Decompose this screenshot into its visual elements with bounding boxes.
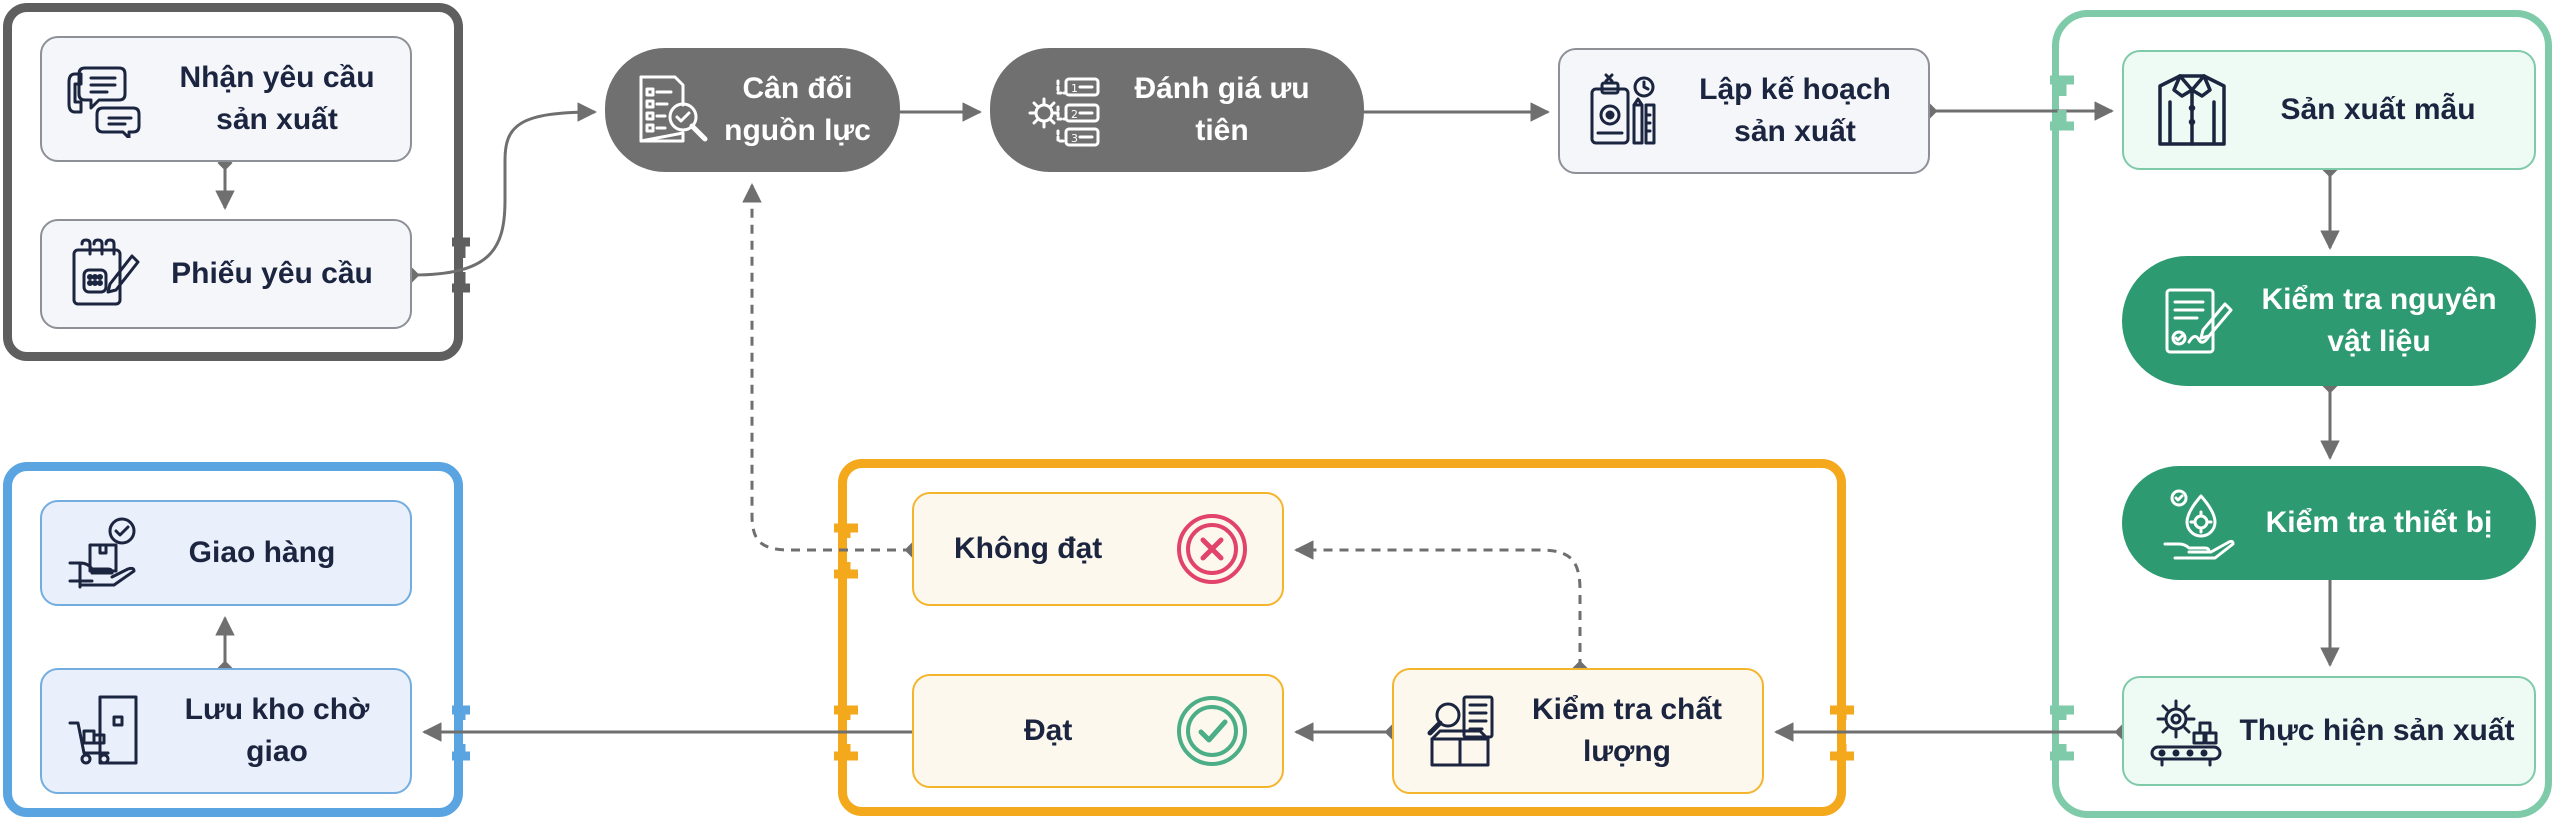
gear-conveyor-icon [2136, 681, 2236, 781]
check-circle-icon [1172, 691, 1252, 771]
node-khong-dat[interactable]: Không đạt [912, 492, 1284, 606]
node-kiem-tra-cl[interactable]: Kiểm tra chất lượng [1392, 668, 1764, 794]
clipboard-plan-icon [1572, 61, 1672, 161]
gear-numbered-list-icon: 1 2 3 [1020, 60, 1110, 160]
port-quality-dashed-out [834, 523, 858, 579]
node-label: Lập kế hoạch sản xuất [1699, 73, 1891, 148]
port-request-out [452, 237, 470, 293]
svg-text:1: 1 [1071, 82, 1078, 95]
node-label: Không đạt [954, 532, 1103, 565]
port-production-in [2050, 75, 2074, 131]
node-luu-kho[interactable]: Lưu kho chờ giao [40, 668, 412, 794]
node-thuc-hien[interactable]: Thực hiện sản xuất [2122, 676, 2536, 786]
port-production-out [2050, 705, 2074, 761]
node-label: Cân đối nguồn lực [724, 72, 871, 147]
hand-gear-icon [2148, 473, 2248, 573]
node-phieu-yeu-cau[interactable]: Phiếu yêu cầu [40, 219, 412, 329]
document-signature-icon [2148, 271, 2248, 371]
node-label: Lưu kho chờ giao [184, 693, 370, 768]
cart-warehouse-icon [54, 681, 154, 781]
phone-chat-icon [54, 49, 154, 149]
production-group-frame [2052, 10, 2552, 818]
node-label: Thực hiện sản xuất [2239, 714, 2515, 747]
svg-text:3: 3 [1071, 132, 1078, 145]
edge-fail-to-balance [742, 183, 920, 558]
x-circle-icon [1172, 509, 1252, 589]
node-label: Nhận yêu cầu sản xuất [179, 61, 375, 136]
svg-text:2: 2 [1071, 108, 1078, 121]
node-san-xuat-mau[interactable]: Sản xuất mẫu [2122, 50, 2536, 170]
node-label: Giao hàng [188, 536, 336, 569]
node-kiem-tra-tb[interactable]: Kiểm tra thiết bị [2122, 466, 2536, 580]
node-label: Kiểm tra nguyên vật liệu [2261, 283, 2497, 358]
checklist-magnifier-icon [627, 60, 717, 160]
node-label: Kiểm tra chất lượng [1531, 693, 1723, 768]
port-delivery-in [452, 705, 470, 761]
node-can-doi[interactable]: Cân đối nguồn lực [605, 48, 900, 172]
port-quality-out [834, 705, 858, 761]
delivery-group-frame [3, 462, 463, 817]
node-lap-ke-hoach[interactable]: Lập kế hoạch sản xuất [1558, 48, 1930, 174]
node-label: Sản xuất mẫu [2280, 93, 2476, 126]
node-danh-gia[interactable]: 1 2 3 Đánh giá ưu tiên [990, 48, 1364, 172]
port-quality-in [1830, 705, 1854, 761]
quality-group-frame [838, 459, 1846, 816]
shirt-icon [2142, 60, 2242, 160]
node-nhan-yeu-cau[interactable]: Nhận yêu cầu sản xuất [40, 36, 412, 162]
node-label: Kiểm tra thiết bị [2265, 506, 2493, 539]
node-label: Đạt [1024, 714, 1073, 747]
box-inspection-icon [1412, 681, 1512, 781]
node-dat[interactable]: Đạt [912, 674, 1284, 788]
node-kiem-tra-nvl[interactable]: Kiểm tra nguyên vật liệu [2122, 256, 2536, 386]
edge-quality-to-fail [1294, 540, 1588, 676]
node-label: Đánh giá ưu tiên [1134, 72, 1310, 147]
node-label: Phiếu yêu cầu [171, 257, 373, 290]
hand-box-check-icon [54, 503, 154, 603]
notepad-pen-icon [54, 224, 154, 324]
edge-form-to-balance [404, 102, 597, 283]
node-giao-hang[interactable]: Giao hàng [40, 500, 412, 606]
